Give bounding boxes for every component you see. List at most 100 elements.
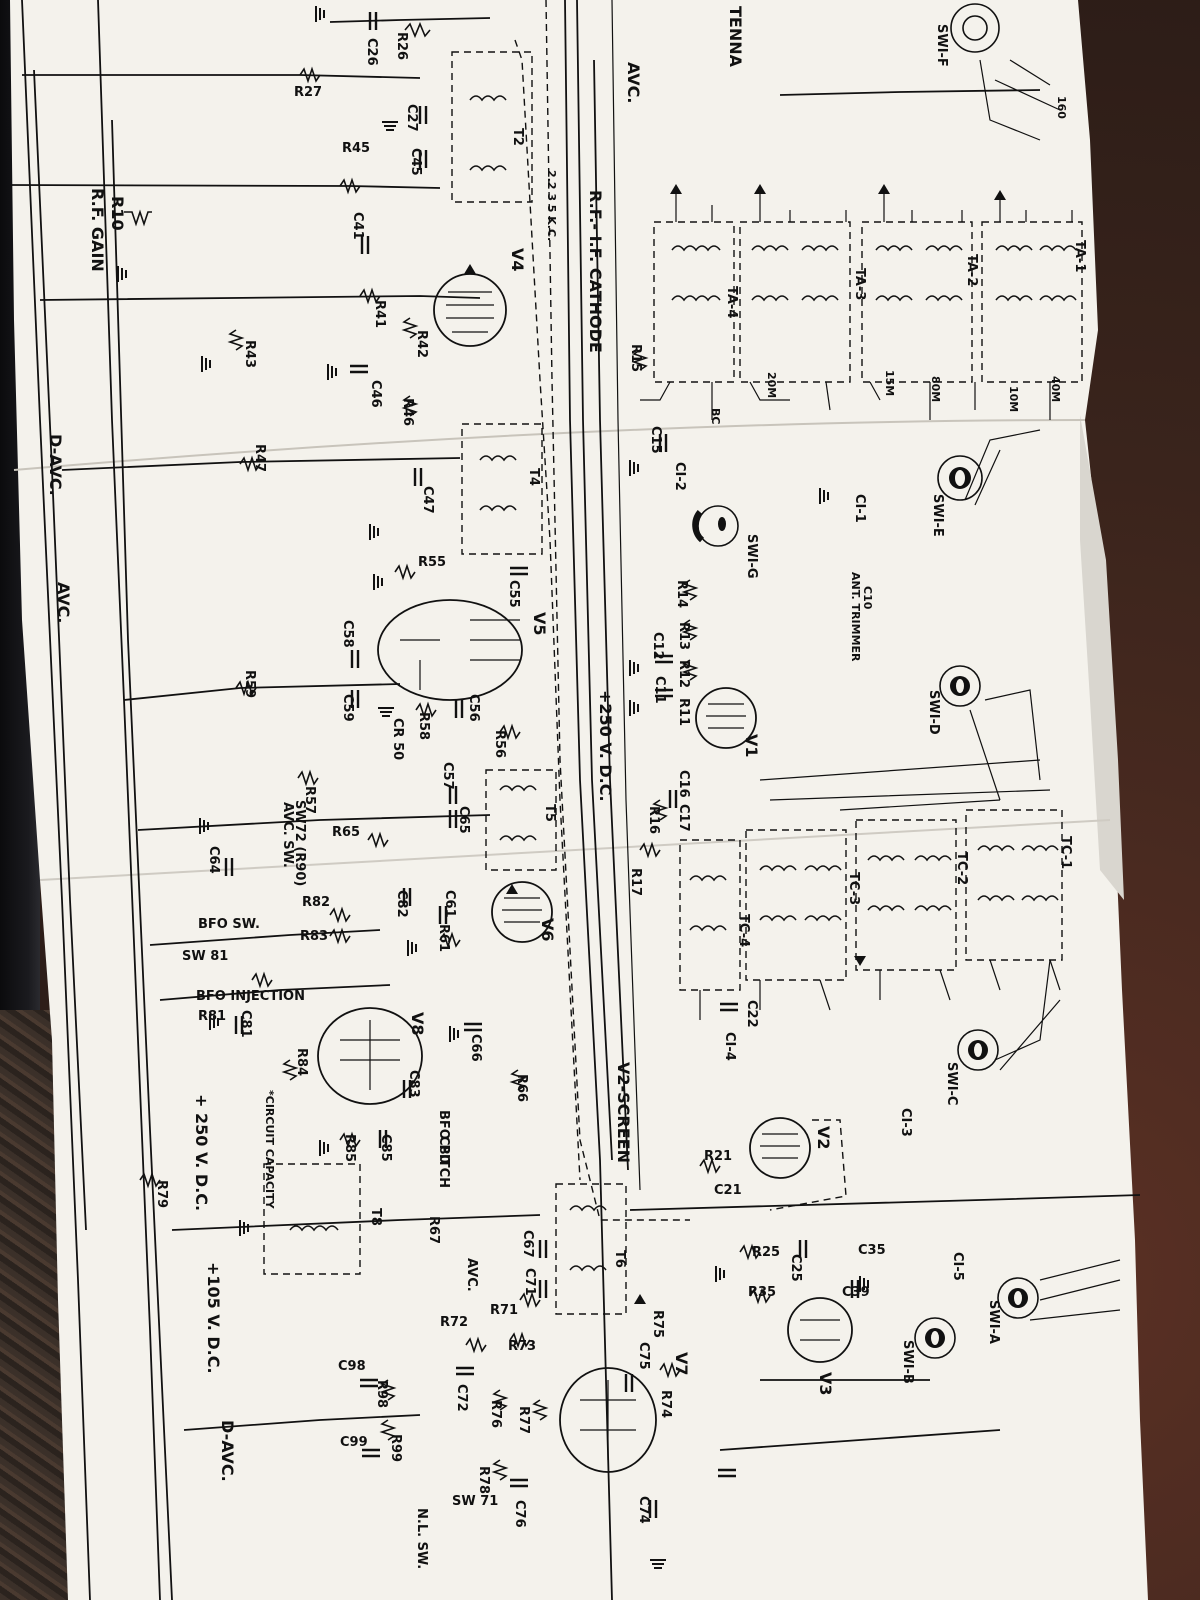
- label-r81: R81: [198, 1009, 226, 1024]
- coil-label-ta-4: TA-4: [724, 286, 739, 318]
- xfmr-label-t6: T6: [612, 1250, 627, 1268]
- resistor-label: R45: [342, 141, 370, 156]
- tube-v3: [787, 1297, 853, 1363]
- coil-label-ta-2: TA-2: [964, 254, 979, 286]
- band-label: 80M: [929, 376, 942, 402]
- capacitor-label: C25: [788, 1254, 803, 1282]
- tube-labels: V4 V5 V1 V6 V8 V2 V3 V7: [408, 248, 835, 1396]
- label-sw71: SW 71: [452, 1494, 498, 1509]
- capacitor-label: CI-5: [950, 1252, 965, 1281]
- resistor-label: R82: [302, 895, 330, 910]
- label-b-plus-250-top: +250 V. D.C.: [596, 690, 615, 802]
- capacitor-label: CI-4: [722, 1032, 737, 1061]
- resistor-labels: R26 R27 R45 R41 R42 R43 R46 R47 R55 R59 …: [154, 32, 780, 1494]
- resistor-label: R57: [302, 786, 317, 814]
- bus-lines: [21, 0, 690, 1600]
- band-label: 40M: [1049, 376, 1062, 402]
- arrow-symbols: [464, 184, 1006, 1304]
- capacitor-label: C59: [340, 694, 355, 722]
- resistor-label: R56: [492, 730, 507, 758]
- tube-label-v8: V8: [408, 1012, 427, 1036]
- capacitor-label: C15: [648, 426, 663, 454]
- tube-v5: [377, 599, 523, 701]
- label-b-plus-105: +105 V. D.C.: [204, 1262, 223, 1374]
- coil-label-ta-1: TA-1: [1072, 240, 1087, 272]
- capacitor-label: CI-1: [852, 494, 867, 523]
- band-label: 20M: [765, 372, 778, 398]
- label-d-avc-bottom: D-AVC.: [218, 1420, 237, 1482]
- band-label: 160: [1055, 96, 1068, 119]
- capacitor-label: C39: [842, 1285, 870, 1300]
- band-label: 15M: [883, 370, 896, 396]
- label-c10: C10: [861, 586, 874, 610]
- paper: [10, 0, 1148, 1600]
- switch-swi-g: [692, 505, 739, 547]
- tc-coil-section: [679, 759, 1063, 1020]
- switch-label-swi-f: SWI-F: [934, 24, 949, 67]
- capacitor-label: C71: [522, 1268, 537, 1296]
- capacitor-label: C65: [456, 806, 471, 834]
- label-ant-trimmer: ANT. TRIMMER: [849, 572, 862, 662]
- label-antenna: TENNA: [726, 6, 745, 68]
- capacitor-label: C58: [340, 620, 355, 648]
- capacitor-label: C67: [520, 1230, 535, 1258]
- resistor-label: R75: [650, 1310, 665, 1338]
- switch-swi-b: [914, 1317, 956, 1359]
- capacitor-label: C56: [466, 694, 481, 722]
- capacitor-label: C57: [440, 762, 455, 790]
- label-avc-sw: AVC. SW.: [280, 802, 295, 868]
- ground-symbols: [117, 6, 869, 1569]
- capacitor-label: CI-2: [672, 462, 687, 491]
- capacitor-label: C41: [350, 212, 365, 240]
- band-label: 10M: [1007, 386, 1020, 412]
- tube-v2: [749, 1117, 847, 1211]
- switch-label-swi-g: SWI-G: [744, 534, 759, 579]
- label-bfo-injection: BFO INJECTION: [196, 989, 305, 1004]
- resistor-label: R16: [646, 806, 661, 834]
- capacitor-label: C16: [676, 770, 691, 798]
- tube-label-v1: V1: [742, 734, 761, 758]
- resistor-label: R41: [372, 300, 387, 328]
- tube-v7: [559, 1367, 657, 1473]
- tube-v1: [695, 687, 757, 749]
- label-avc-mid: AVC.: [464, 1258, 479, 1292]
- switch-label-swi-e: SWI-E: [930, 494, 945, 537]
- band-label: BC: [709, 408, 722, 424]
- capacitor-label: C47: [420, 486, 435, 514]
- resistor-label: R43: [242, 340, 257, 368]
- label-bfo-sw: BFO SW.: [198, 917, 260, 932]
- resistor-label: R13: [676, 622, 691, 650]
- resistor-label: R42: [414, 330, 429, 358]
- capacitor-label: C75: [636, 1342, 651, 1370]
- capacitor-label: C99: [340, 1435, 368, 1450]
- switch-label-swi-a: SWI-A: [986, 1300, 1001, 1344]
- switch-label-swi-b: SWI-B: [900, 1340, 915, 1384]
- switch-swi-d: [939, 665, 981, 707]
- resistor-label: R84: [294, 1048, 309, 1076]
- capacitor-label: C72: [454, 1384, 469, 1412]
- capacitor-label: C55: [506, 580, 521, 608]
- resistor-label: R59: [242, 670, 257, 698]
- resistor-label: R25: [752, 1245, 780, 1260]
- switch-swi-f: [950, 3, 1000, 53]
- capacitor-label: C11: [652, 676, 667, 704]
- resistor-label: R73: [508, 1339, 536, 1354]
- tube-label-v2: V2: [814, 1126, 833, 1150]
- xfmr-label-t4: T4: [526, 468, 541, 486]
- coil-label-tc-1: TC-1: [1058, 836, 1073, 869]
- resistor-label: R76: [488, 1400, 503, 1428]
- switch-label-swi-d: SWI-D: [926, 690, 941, 735]
- resistor-label: R71: [490, 1303, 518, 1318]
- resistor-label: R47: [252, 444, 267, 472]
- resistor-label: R35: [748, 1285, 776, 1300]
- label-bfo-pitch: BFO PITCH: [436, 1110, 451, 1188]
- ta-coil-section: [640, 190, 1083, 420]
- capacitor-label: C22: [744, 1000, 759, 1028]
- label-if-freq: 2.2 3 5 K.C.: [545, 170, 558, 241]
- switch-swi-c: [957, 1029, 999, 1071]
- xfmr-label-t2: T2: [510, 128, 525, 146]
- capacitor-label: C83: [406, 1070, 421, 1098]
- xfmr-label-t8: T8: [368, 1208, 383, 1226]
- capacitor-label: C17: [676, 804, 691, 832]
